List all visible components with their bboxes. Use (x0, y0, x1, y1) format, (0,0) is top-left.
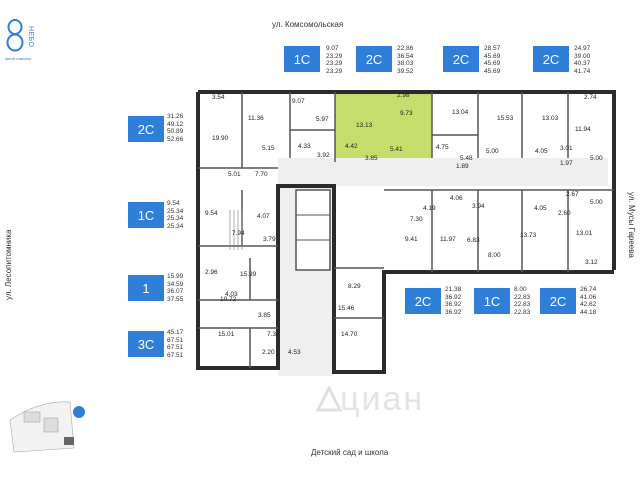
apt-badge-2c-c[interactable]: 2С (533, 46, 569, 72)
room-area-label: 19.90 (212, 135, 229, 142)
room-area-label: 14.70 (341, 331, 358, 338)
room-area-label: 2.60 (558, 210, 571, 217)
apt-badge-2c-e[interactable]: 2С (405, 288, 441, 314)
apt-badge-2c-a[interactable]: 2С (356, 46, 392, 72)
room-area-label: 3.79 (263, 236, 276, 243)
watermark-icon (316, 386, 342, 412)
logo-word: НЕБО (27, 26, 34, 48)
room-area-label: 4.03 (225, 291, 238, 298)
room-area-label: 11.94 (575, 126, 591, 133)
room-area-label: 7.32 (267, 331, 280, 338)
room-area-label: 4.05 (535, 148, 548, 155)
room-area-label: 13.04 (452, 109, 469, 116)
room-area-label: 9.73 (400, 110, 413, 117)
room-area-label: 11.97 (440, 236, 456, 243)
room-area-label: 7.94 (232, 230, 245, 237)
room-area-label: 2.74 (584, 94, 597, 101)
site-map-thumbnail (9, 401, 85, 453)
apt-badge-1c-c[interactable]: 1С (474, 288, 510, 314)
room-area-label: 3.85 (365, 155, 378, 162)
room-area-label: 4.05 (534, 205, 547, 212)
room-area-label: 5.00 (590, 155, 603, 162)
room-area-label: 9.54 (205, 210, 218, 217)
room-area-label: 3.94 (472, 203, 485, 210)
apt-badge-1[interactable]: 1 (128, 275, 164, 301)
room-area-label: 5.97 (316, 116, 329, 123)
logo-8-icon (6, 19, 24, 52)
room-area-label: 9.41 (405, 236, 418, 243)
room-area-label: 4.07 (257, 213, 270, 220)
room-area-label: 4.33 (298, 143, 311, 150)
apt-badge-2c-b[interactable]: 2С (443, 46, 479, 72)
room-area-label: 15.99 (240, 271, 257, 278)
apt-badge-1c-b[interactable]: 1С (128, 202, 164, 228)
room-area-label: 6.83 (467, 237, 480, 244)
room-area-label: 7.70 (255, 171, 268, 178)
room-area-label: 13.13 (356, 122, 373, 129)
room-area-label: 15.01 (218, 331, 235, 338)
room-area-label: 3.12 (585, 259, 598, 266)
apt-badge-1c-a[interactable]: 1С (284, 46, 320, 72)
room-area-label: 4.53 (288, 349, 301, 356)
street-top: ул. Комсомольская (272, 20, 344, 29)
logo-tagline: жилой комплекс (5, 57, 32, 61)
apt-badge-2c-d[interactable]: 2С (128, 116, 164, 142)
room-area-label: 5.00 (486, 148, 499, 155)
room-area-label: 3.54 (212, 94, 225, 101)
room-area-label: 4.75 (436, 144, 449, 151)
room-area-label: 15.46 (338, 305, 355, 312)
room-area-label: 2.20 (262, 349, 275, 356)
room-area-label: 13.01 (576, 230, 593, 237)
room-area-label: 13.73 (520, 232, 537, 239)
street-bottom: Детский сад и школа (311, 448, 389, 457)
room-area-label: 3.01 (560, 145, 573, 152)
watermark: циан (340, 380, 425, 418)
room-area-label: 15.53 (497, 115, 514, 122)
room-area-label: 2.67 (566, 191, 579, 198)
room-area-label: 5.15 (262, 145, 275, 152)
room-area-label: 7.30 (410, 216, 423, 223)
room-area-label: 9.07 (292, 98, 305, 105)
room-area-label: 4.06 (450, 195, 463, 202)
room-area-label: 2.98 (397, 92, 410, 99)
room-area-label: 11.36 (248, 115, 264, 122)
apt-badge-3c[interactable]: 3С (128, 331, 164, 357)
room-area-label: 1.89 (456, 163, 469, 170)
room-area-label: 5.41 (390, 146, 403, 153)
room-area-label: 3.92 (317, 152, 330, 159)
highlighted-apartment (335, 92, 432, 162)
room-area-label: 5.00 (590, 199, 603, 206)
room-area-label: 5.01 (228, 171, 241, 178)
room-area-label: 3.85 (258, 312, 271, 319)
room-area-label: 1.97 (560, 160, 573, 167)
room-area-label: 13.03 (542, 115, 559, 122)
room-area-label: 4.19 (423, 205, 436, 212)
room-area-label: 4.42 (345, 143, 358, 150)
room-area-label: 8.29 (348, 283, 361, 290)
room-area-label: 2.96 (205, 269, 218, 276)
room-area-label: 10.72 (220, 296, 237, 303)
apt-badge-2c-f[interactable]: 2С (540, 288, 576, 314)
room-area-label: 8.00 (488, 252, 501, 259)
room-area-label: 5.48 (460, 155, 473, 162)
